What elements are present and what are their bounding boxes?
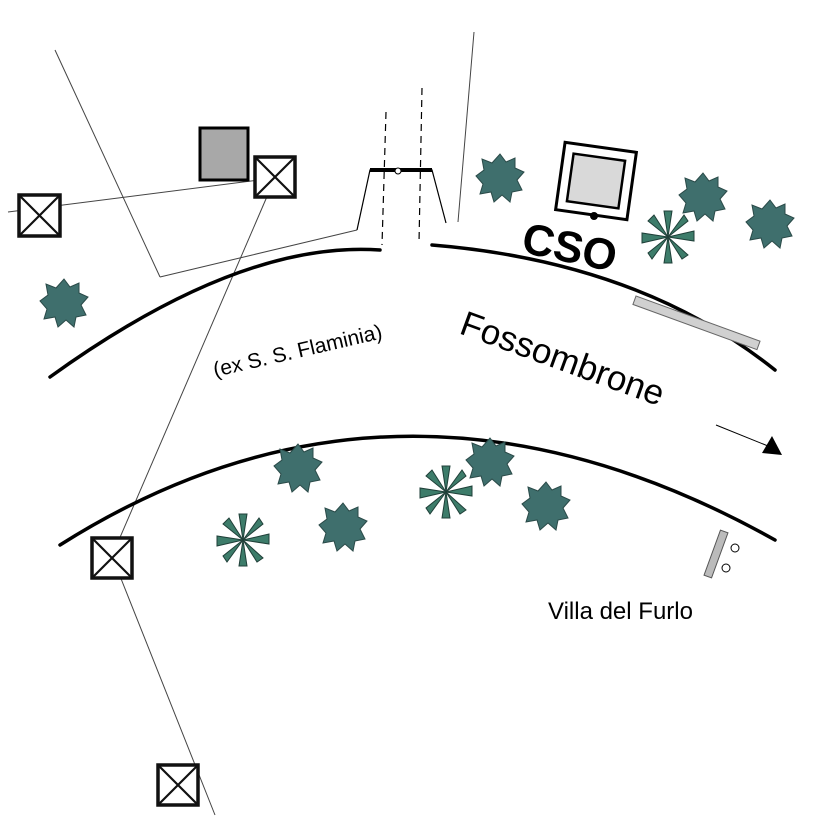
tree-icon (273, 443, 323, 493)
guard-rail (632, 295, 761, 351)
cso-station-icon (553, 140, 639, 222)
side-road (356, 87, 447, 246)
palm-icon (641, 210, 695, 264)
main-road (48, 243, 777, 547)
pylon-icon (17, 193, 62, 238)
station-label: CSO (518, 214, 621, 282)
locality-label: Villa del Furlo (548, 598, 693, 625)
bus-stop-icon (703, 529, 740, 579)
palm-icon (216, 513, 270, 567)
tree-icon (39, 278, 89, 328)
tree-icon (745, 199, 795, 249)
building-icon (198, 126, 250, 182)
direction-arrow-icon (715, 424, 782, 455)
tree-icon (678, 172, 728, 222)
road-former-name-label: (ex S. S. Flaminia) (211, 321, 384, 382)
pylon-icon (90, 536, 134, 580)
tree-icon (521, 481, 571, 531)
tree-icon (318, 502, 368, 552)
tree-icon (475, 153, 525, 203)
pylon-icon (253, 155, 297, 199)
pylon-icon (156, 763, 200, 807)
road-name-label: Fossombrone (455, 304, 669, 414)
palm-icon (419, 465, 473, 519)
